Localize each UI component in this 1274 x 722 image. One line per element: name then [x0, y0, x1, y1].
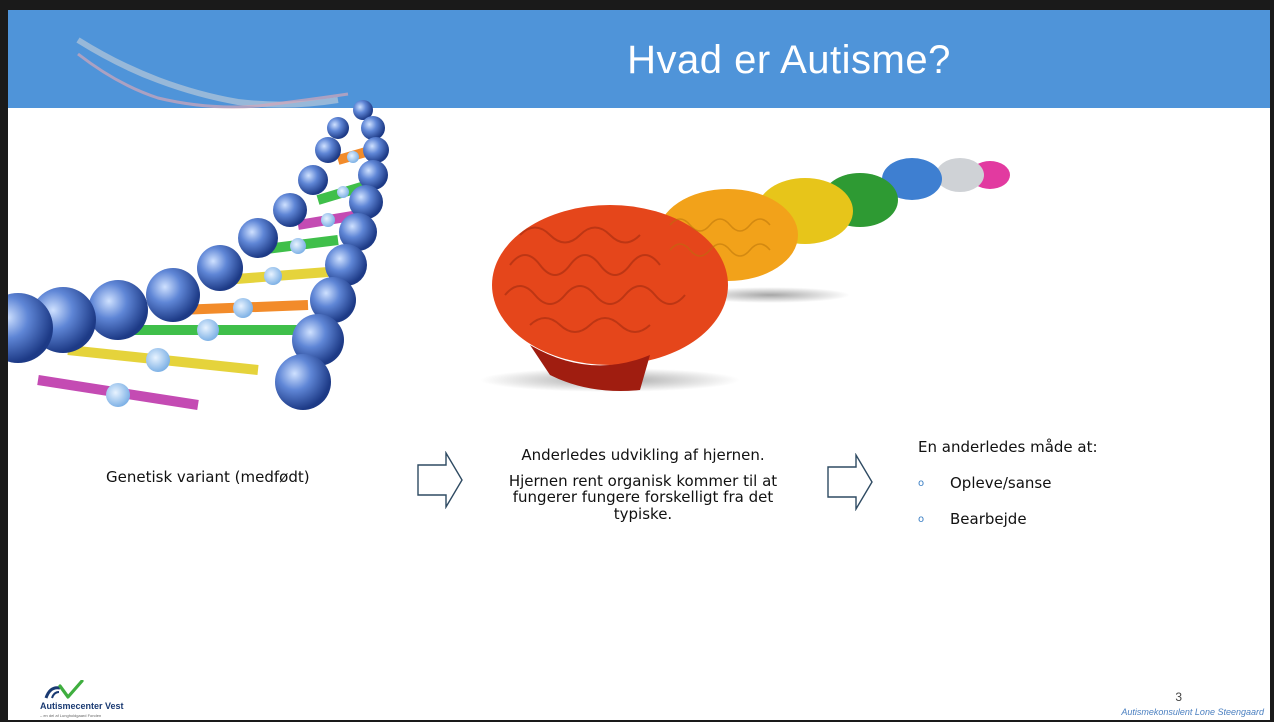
right-outline-arrow-icon: [826, 453, 874, 511]
footer-credit: Autismekonsulent Lone Steengaard: [1121, 707, 1264, 717]
slide: Hvad er Autisme?: [8, 10, 1270, 720]
brain-development-line1: Anderledes udvikling af hjernen.: [498, 447, 788, 464]
slide-title: Hvad er Autisme?: [308, 38, 1270, 83]
bullet-circle-icon: o: [918, 514, 950, 525]
right-outline-arrow-icon: [416, 451, 464, 509]
bullet-circle-icon: o: [918, 478, 950, 489]
genetic-variant-caption: Genetisk variant (medfødt): [106, 468, 326, 486]
logo-mark-icon: [44, 680, 84, 700]
colored-brains-row-illustration: [470, 145, 1010, 395]
list-item-label: Bearbejde: [950, 510, 1027, 528]
page-number: 3: [1175, 690, 1182, 704]
logo-name: Autismecenter Vest: [40, 701, 124, 711]
brain-development-caption: Anderledes udvikling af hjernen. Hjernen…: [498, 447, 788, 522]
list-item-label: Opleve/sanse: [950, 474, 1051, 492]
brain-development-line2: Hjernen rent organisk kommer til at fung…: [509, 472, 777, 523]
autismecenter-vest-logo: Autismecenter Vest – en del af Lungholdg…: [40, 680, 190, 720]
logo-tagline: – en del af Lungholdgaard Fonden: [40, 713, 101, 718]
different-way-list: En anderledes måde at: o Opleve/sanse o …: [918, 438, 1158, 546]
different-way-intro: En anderledes måde at:: [918, 438, 1158, 456]
list-item: o Bearbejde: [918, 510, 1158, 528]
list-item: o Opleve/sanse: [918, 474, 1158, 492]
